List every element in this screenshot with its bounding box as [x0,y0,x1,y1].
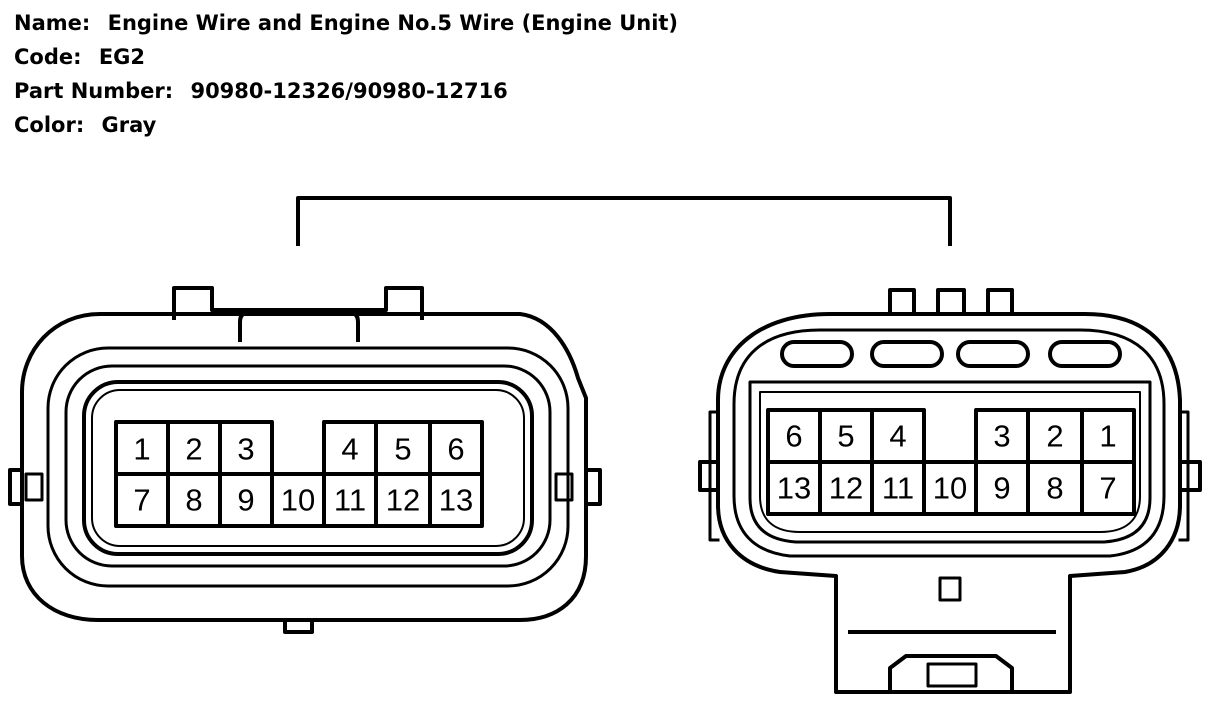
left-top-pin-2: 2 [185,432,202,467]
color-row: Color: Gray [14,110,678,144]
code-label: Code: [14,45,82,69]
right-bottom-pin-8: 8 [1046,471,1063,506]
right-bottom-key [938,576,962,602]
left-pin-grid [114,420,484,528]
right-slot-2 [870,340,944,368]
right-connector [698,288,1202,694]
right-side-rail-left [708,410,720,542]
left-side-tab-right [584,468,602,506]
right-top-pin-3: 3 [993,419,1010,454]
right-bottom-pin-9: 9 [993,471,1010,506]
right-top-pin-5: 5 [837,419,854,454]
right-slot-3 [956,340,1030,368]
right-pin-grid [766,408,1136,516]
left-bottom-tab [283,618,314,634]
code-row: Code: EG2 [14,42,678,76]
right-bottom-pin-12: 12 [829,471,863,506]
left-top-pin-6: 6 [447,432,464,467]
mating-bracket-line [296,196,952,246]
left-bottom-pin-9: 9 [237,483,254,518]
right-top-tab-1 [888,288,916,316]
right-bottom-pin-10: 10 [933,471,967,506]
part-number-row: Part Number: 90980-12326/90980-12716 [14,76,678,110]
right-top-tab-2 [936,288,966,316]
right-top-pin-1: 1 [1099,419,1116,454]
right-lock-lever [888,654,1014,694]
right-inner-wall [748,380,1152,544]
left-side-notch-left [24,472,44,502]
left-top-pin-5: 5 [394,432,411,467]
left-bottom-pin-11: 11 [334,483,366,518]
color-label: Color: [14,113,85,137]
right-outer-housing [716,312,1182,694]
left-bottom-pin-10: 10 [281,483,315,518]
right-top-pin-4: 4 [889,419,906,454]
left-bottom-pin-8: 8 [185,483,202,518]
left-bottom-pin-12: 12 [386,483,420,518]
right-side-tab-right [1178,460,1202,492]
right-bottom-pin-13: 13 [777,471,811,506]
right-bottom-pin-labels: 13 12 11 10 9 8 7 [777,471,1117,506]
right-top-pin-2: 2 [1046,419,1063,454]
part-number-label: Part Number: [14,79,174,103]
left-top-pin-3: 3 [237,432,254,467]
right-inner-wall-edge [759,391,1141,533]
right-bottom-pin-7: 7 [1099,471,1116,506]
left-top-pin-4: 4 [341,432,358,467]
name-value: Engine Wire and Engine No.5 Wire (Engine… [107,11,679,35]
left-bottom-pin-13: 13 [439,483,473,518]
left-lock-latch [238,310,360,342]
left-housing-rim [46,346,570,588]
left-outer-housing [20,312,588,622]
left-bottom-pin-7: 7 [133,483,150,518]
right-top-pin-6: 6 [785,419,802,454]
left-inner-wall-edge [91,389,525,547]
left-connector [8,286,602,634]
right-bottom-pin-11: 11 [882,471,914,506]
name-row: Name: Engine Wire and Engine No.5 Wire (… [14,8,678,42]
code-value: EG2 [98,45,146,69]
left-inner-rim [64,364,552,568]
left-inner-wall [82,380,534,556]
right-side-rail-right [1178,410,1190,542]
right-lock-button [926,662,978,688]
left-side-tab-left [8,468,24,506]
right-top-tab-3 [986,288,1014,316]
connector-info: Name: Engine Wire and Engine No.5 Wire (… [14,8,678,144]
part-number-value: 90980-12326/90980-12716 [190,79,508,103]
left-top-pin-1: 1 [133,432,150,467]
right-slot-4 [1048,340,1122,368]
left-side-notch-right [554,472,574,502]
right-slot-1 [780,340,854,368]
color-value: Gray [101,113,157,137]
name-label: Name: [14,11,91,35]
right-inner-rim [732,328,1166,558]
